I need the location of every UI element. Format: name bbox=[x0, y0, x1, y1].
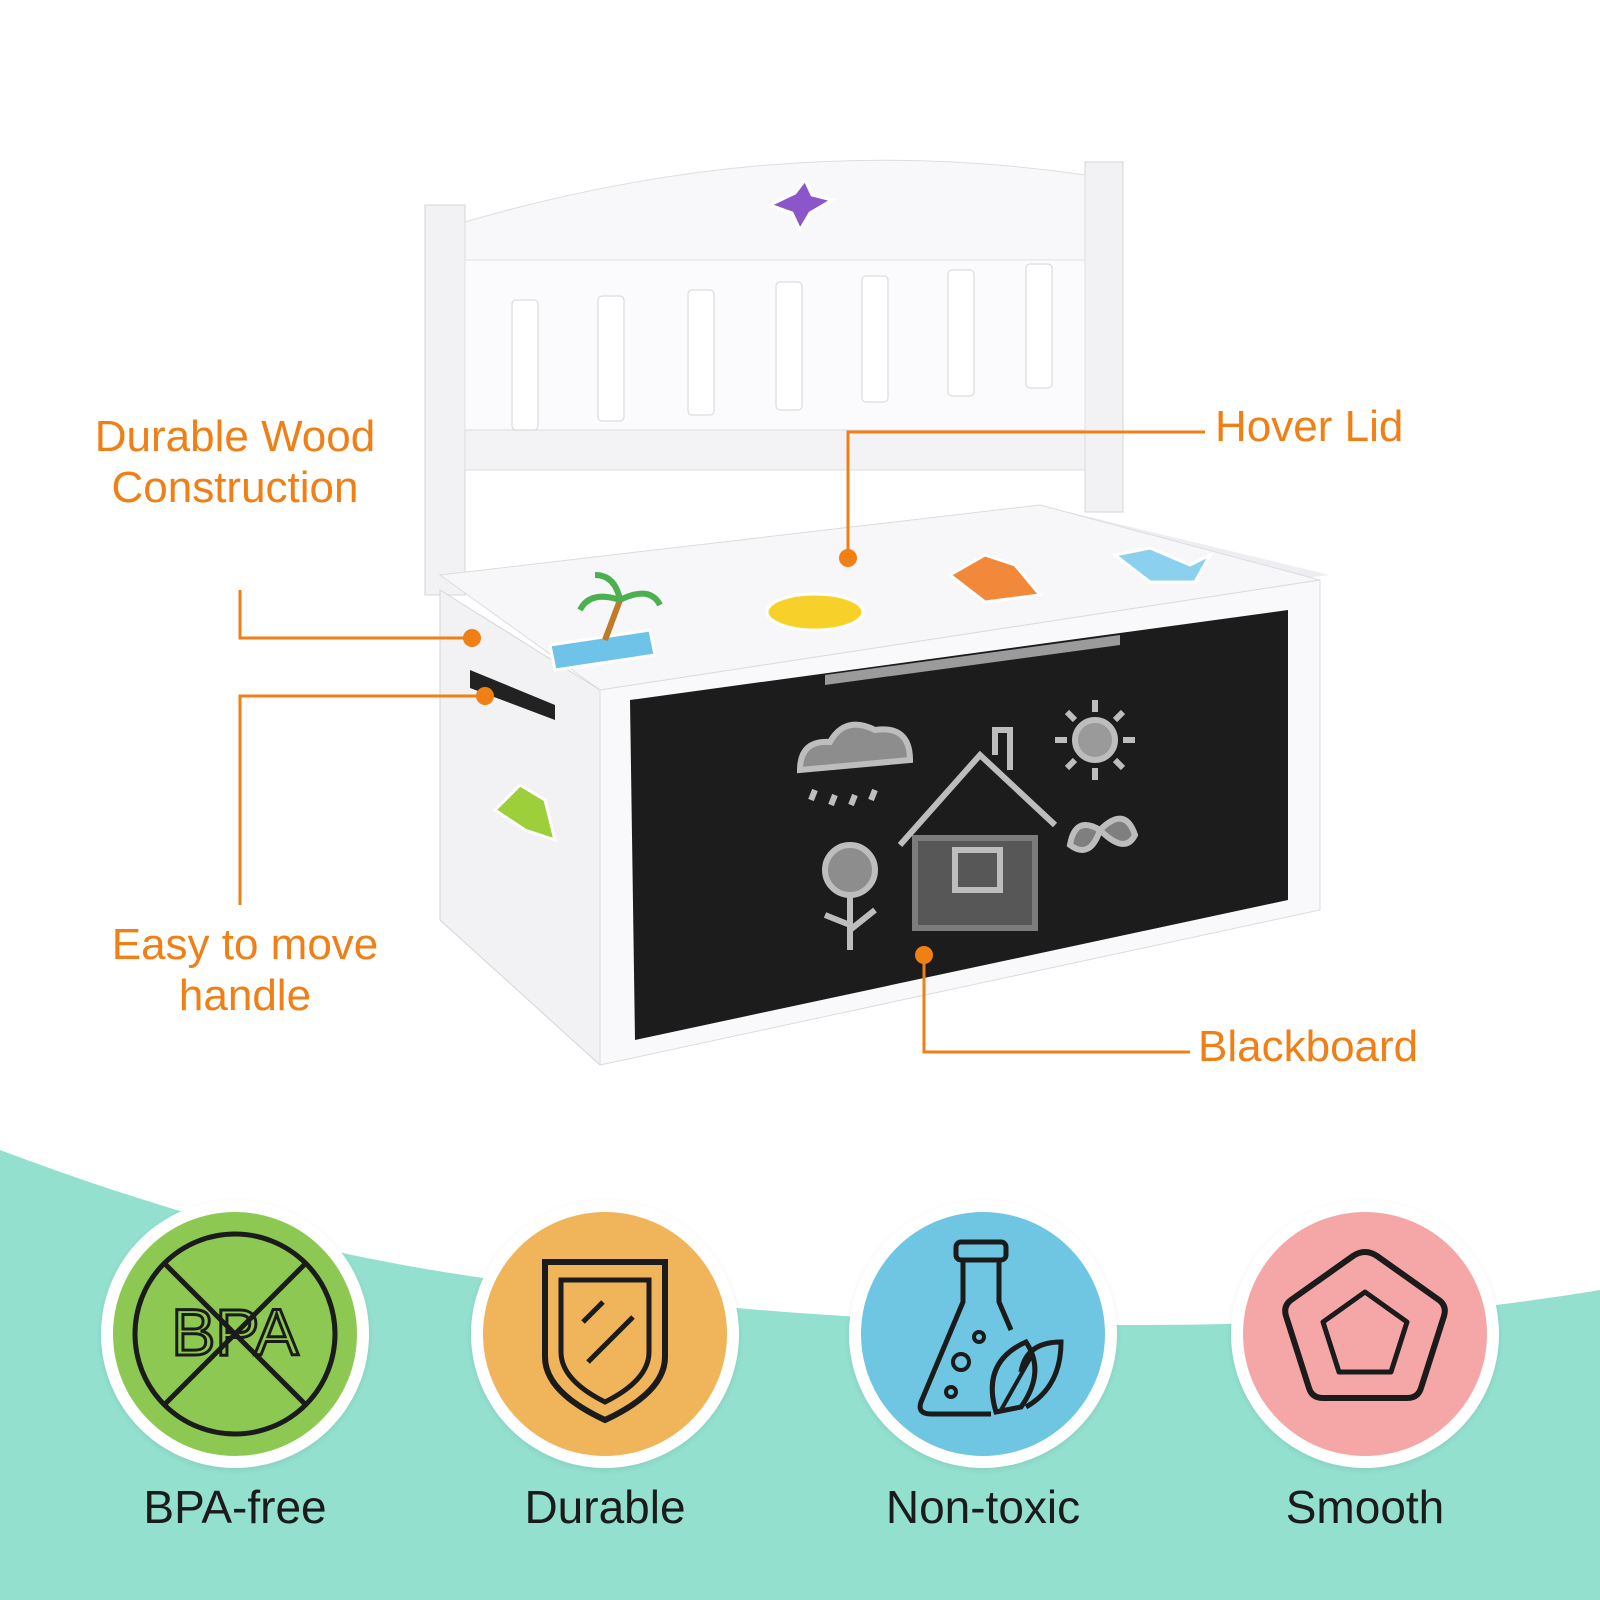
blue-dino-sticker bbox=[1111, 546, 1214, 584]
feature-badge-fill: BPA bbox=[113, 1212, 357, 1456]
feature-badge bbox=[849, 1200, 1117, 1468]
feature-label: Non-toxic bbox=[885, 1481, 1081, 1533]
green-dino-sticker bbox=[492, 783, 558, 843]
easy-handle-label: Easy to move handle bbox=[111, 920, 379, 1020]
feature-durable: Durable bbox=[465, 1200, 745, 1580]
blackboard-label: Blackboard bbox=[1198, 1022, 1419, 1071]
feature-label: Durable bbox=[524, 1481, 686, 1533]
feature-label: BPA-free bbox=[143, 1481, 327, 1533]
feature-badge bbox=[471, 1200, 739, 1468]
durable-wood-label: Durable Wood Construction bbox=[94, 412, 376, 512]
bpa-free-icon: BPA bbox=[132, 1231, 338, 1437]
yellow-dino-sticker bbox=[765, 592, 865, 632]
feature-non-toxic: Non-toxic bbox=[843, 1200, 1123, 1580]
shield-icon bbox=[542, 1259, 668, 1424]
flask-leaf-icon bbox=[917, 1239, 1064, 1417]
feature-badge: BPA bbox=[101, 1200, 369, 1468]
palm-sticker bbox=[548, 572, 663, 672]
feature-bpa-free: BPA BPA-free bbox=[95, 1200, 375, 1580]
feature-badge-fill bbox=[483, 1212, 727, 1456]
pentagon-icon bbox=[1282, 1248, 1448, 1401]
feature-badge bbox=[1231, 1200, 1499, 1468]
hover-lid-label: Hover Lid bbox=[1215, 402, 1404, 451]
feature-badge-fill bbox=[1243, 1212, 1487, 1456]
feature-smooth: Smooth bbox=[1225, 1200, 1505, 1580]
feature-label: Smooth bbox=[1285, 1481, 1445, 1533]
dinosaur-sticker bbox=[766, 177, 836, 234]
toy-bench-illustration bbox=[238, 159, 1330, 1067]
orange-dino-sticker bbox=[947, 553, 1043, 604]
svg-text:BPA: BPA bbox=[171, 1295, 298, 1369]
feature-badge-fill bbox=[861, 1212, 1105, 1456]
